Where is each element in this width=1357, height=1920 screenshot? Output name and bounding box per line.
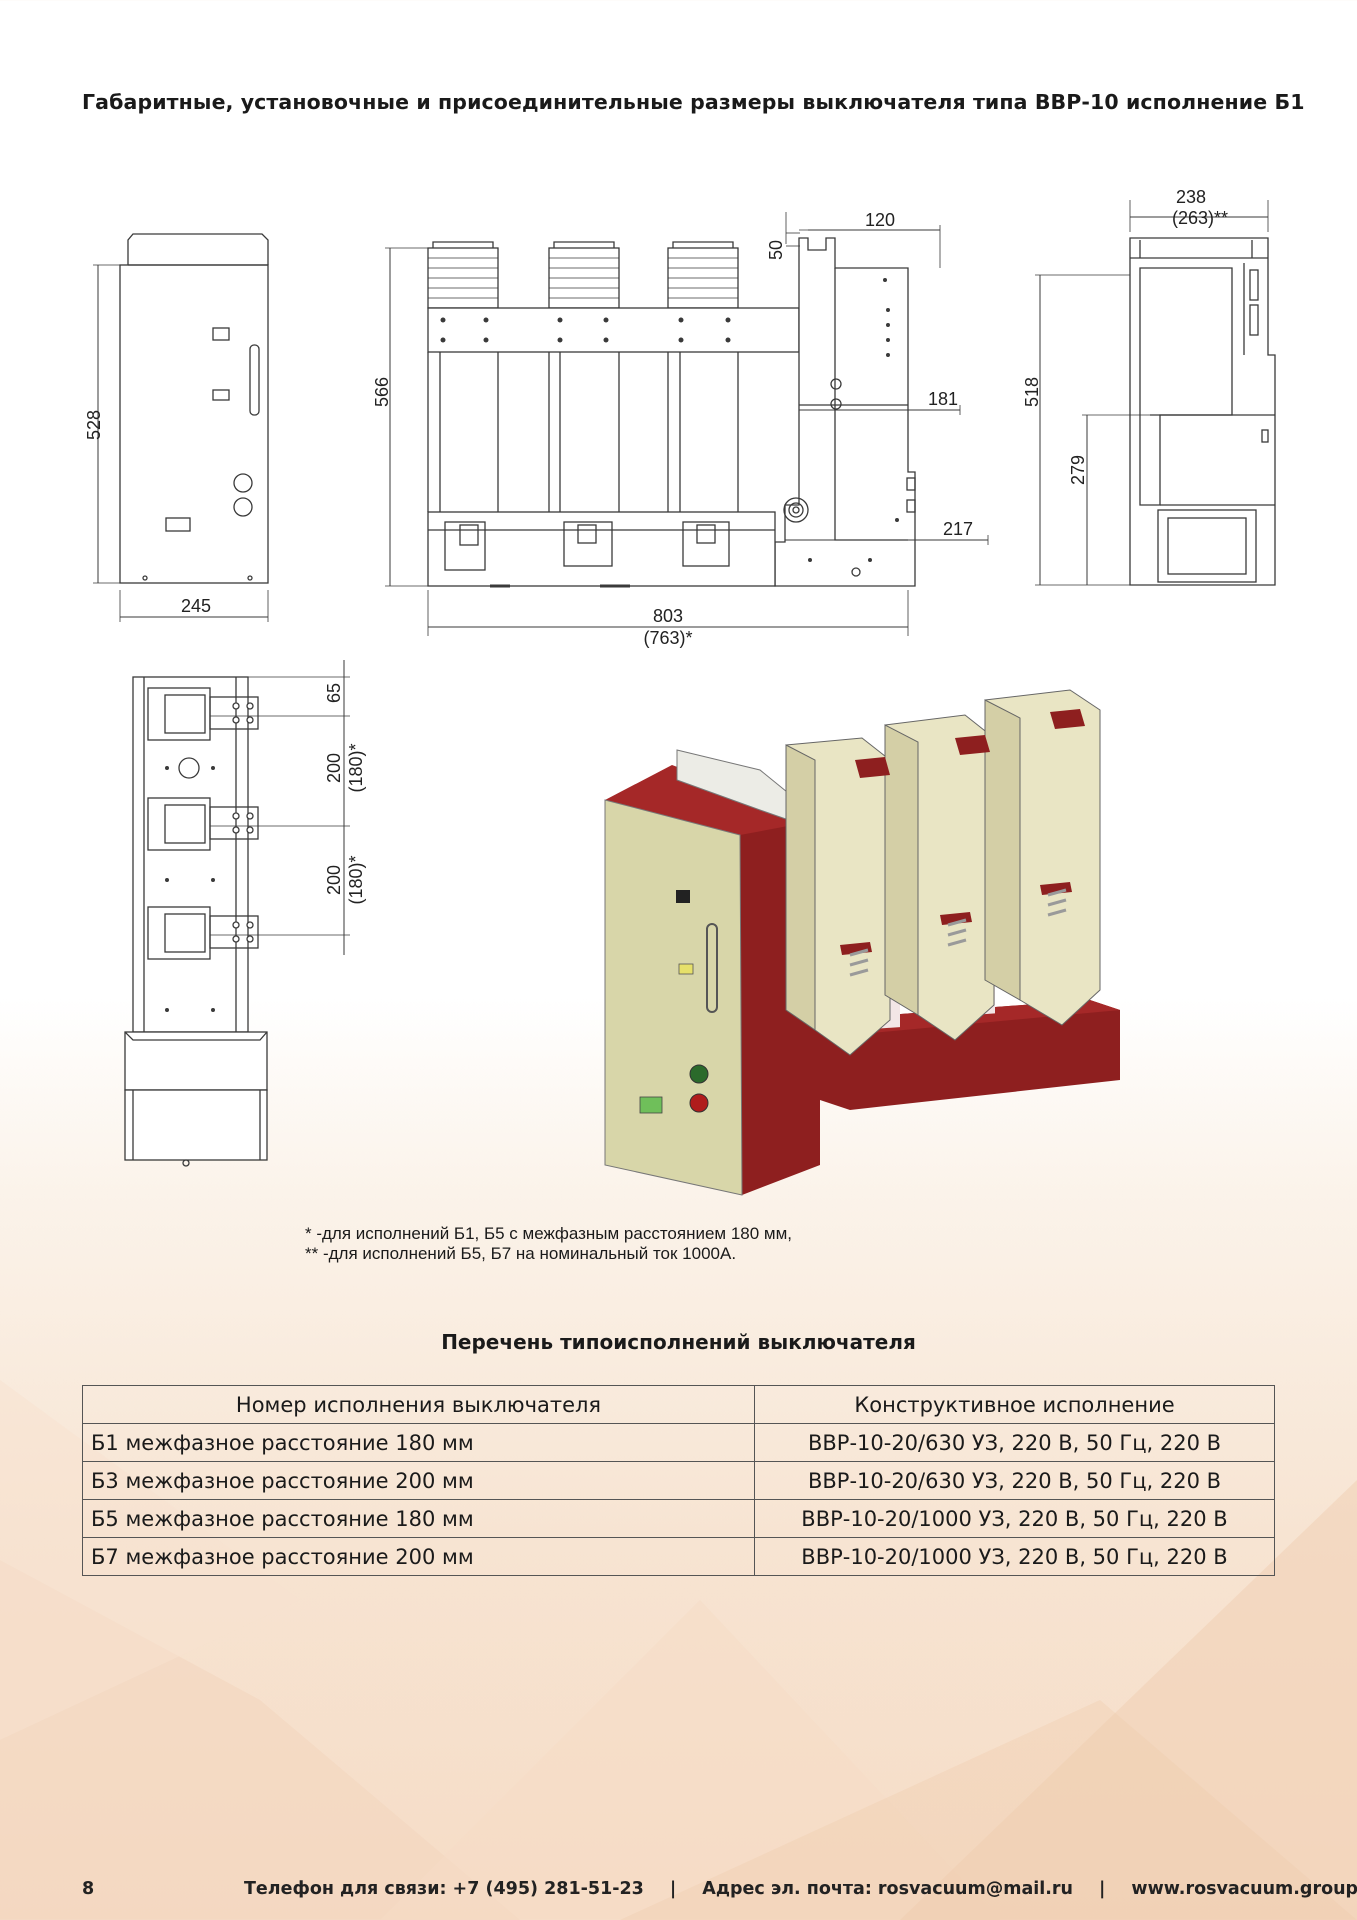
dim-top-180-b: (180)* (346, 855, 366, 904)
footnote-1: * -для исполнений Б1, Б5 с межфазным рас… (305, 1224, 793, 1243)
right-view (1035, 200, 1276, 586)
dimension-labels: 528 245 566 50 120 181 217 803 (763)* 23… (84, 187, 1228, 905)
variants-title: Перечень типоисполнений выключателя (441, 1330, 916, 1354)
variant-design: ВВР-10-20/630 УЗ, 220 В, 50 Гц, 220 В (754, 1461, 1275, 1500)
table-header-row: Номер исполнения выключателя Конструктив… (82, 1385, 1275, 1424)
dim-front-width-alt: (763)* (643, 628, 692, 648)
dim-side-width: 245 (181, 596, 211, 616)
dim-top-180-a: (180)* (346, 743, 366, 792)
column-header: Конструктивное исполнение (754, 1385, 1275, 1424)
dim-top-200-a: 200 (324, 753, 344, 783)
variant-design: ВВР-10-20/1000 УЗ, 220 В, 50 Гц, 220 В (754, 1537, 1275, 1576)
dim-front-top: 50 (766, 240, 786, 260)
table-row: Б7 межфазное расстояние 200 мм ВВР-10-20… (82, 1537, 1275, 1576)
separator: | (669, 1879, 677, 1899)
dim-top-200-b: 200 (324, 865, 344, 895)
dim-front-width: 803 (653, 606, 683, 626)
footnotes: * -для исполнений Б1, Б5 с межфазным рас… (305, 1224, 792, 1264)
dim-top-65: 65 (324, 683, 344, 703)
column-header: Номер исполнения выключателя (82, 1385, 755, 1424)
dim-right-width: 238 (1176, 187, 1206, 207)
dim-front-mid: 181 (928, 389, 958, 409)
dim-right-width-alt: (263)** (1172, 208, 1228, 228)
variant-number: Б5 межфазное расстояние 180 мм (82, 1499, 755, 1538)
variant-number: Б7 межфазное расстояние 200 мм (82, 1537, 755, 1576)
variant-number: Б1 межфазное расстояние 180 мм (82, 1423, 755, 1462)
website-link[interactable]: www.rosvacuum.group (1131, 1879, 1357, 1899)
isometric-model (604, 689, 1120, 1196)
page-title: Габаритные, установочные и присоединител… (82, 90, 1305, 114)
variant-design: ВВР-10-20/630 УЗ, 220 В, 50 Гц, 220 В (754, 1423, 1275, 1462)
variant-number: Б3 межфазное расстояние 200 мм (82, 1461, 755, 1500)
contacts-line: Телефон для связи: +7 (495) 281-51-23 | Ад… (244, 1879, 1357, 1899)
page-number: 8 (82, 1879, 95, 1899)
side-view (93, 233, 269, 622)
dim-front-low: 217 (943, 519, 973, 539)
footnote-2: ** -для исполнений Б5, Б7 на номинальный… (305, 1244, 737, 1263)
phone-text: Телефон для связи: +7 (495) 281-51-23 (244, 1879, 644, 1899)
dim-right-mid: 279 (1068, 455, 1088, 485)
top-view (124, 660, 350, 1167)
separator: | (1099, 1879, 1106, 1899)
dim-front-height: 566 (372, 377, 392, 407)
dim-side-height: 528 (84, 410, 104, 440)
dimension-drawing: 528 245 566 50 120 181 217 803 (763)* 23… (84, 187, 1276, 1196)
dim-front-top-width: 120 (865, 210, 895, 230)
variants-table: Номер исполнения выключателя Конструктив… (82, 1385, 1275, 1576)
dim-right-height: 518 (1022, 377, 1042, 407)
front-view (385, 212, 989, 636)
email-link[interactable]: Адрес эл. почта: rosvacuum@mail.ru (702, 1879, 1074, 1899)
table-row: Б3 межфазное расстояние 200 мм ВВР-10-20… (82, 1461, 1275, 1500)
variant-design: ВВР-10-20/1000 УЗ, 220 В, 50 Гц, 220 В (754, 1499, 1275, 1538)
table-row: Б5 межфазное расстояние 180 мм ВВР-10-20… (82, 1499, 1275, 1538)
table-row: Б1 межфазное расстояние 180 мм ВВР-10-20… (82, 1423, 1275, 1462)
